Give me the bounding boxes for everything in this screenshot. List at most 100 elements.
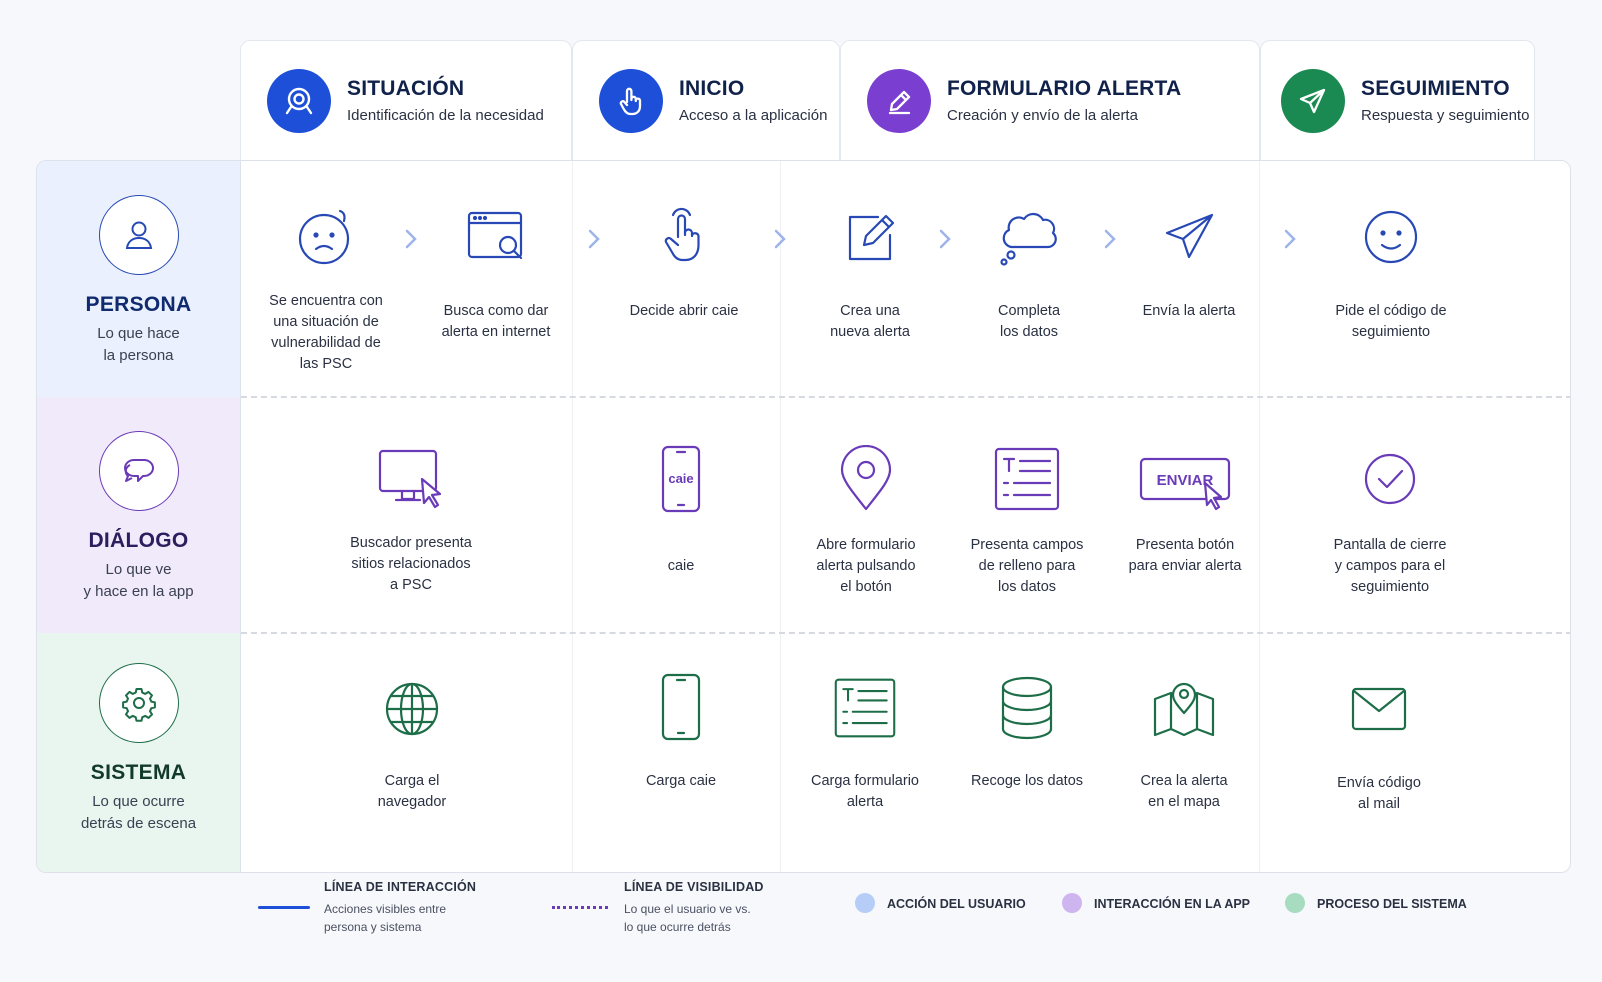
chevron-right-icon [1104,229,1116,249]
legend-desc-line: Lo que el usuario ve vs. [624,902,751,916]
step-line: Carga caie [645,773,717,789]
legend-desc-line: persona y sistema [324,920,422,934]
phase-subtitle: Respuesta y seguimiento [1361,107,1530,124]
step-sistema-3: Carga formulario alerta [790,675,940,813]
legend-title: LÍNEA DE VISIBILIDAD [624,880,764,894]
browser-search-icon [467,211,523,260]
legend-title: LÍNEA DE INTERACCIÓN [324,880,477,894]
paper-plane-icon [1281,68,1345,133]
legend-interaction: LÍNEA DE INTERACCIÓN Acciones visibles e… [324,880,476,936]
step-text: Pantalla de cierre y campos para el segu… [1315,535,1465,598]
step-text: Decide abrir caie [609,301,759,322]
hand-pointer-icon [599,68,663,133]
step-line: seguimiento [1351,324,1431,340]
step-line: Decide abrir caie [629,303,739,319]
lane-description: Lo que hace la persona [97,323,180,367]
legend-description: Acciones visibles entre persona y sistem… [324,900,476,936]
map-pin-icon [840,445,892,511]
step-text: Carga formulario alerta [790,771,940,813]
phase-title: FORMULARIO ALERTA [947,77,1182,100]
lane-persona: PERSONA Lo que hace la persona [37,161,241,397]
gear-icon [98,663,179,743]
legend-desc-line: Acciones visibles entre [324,902,447,916]
legend-dot-user [855,893,875,913]
phase-header-situacion: SITUACIÓN Identificación de la necesidad [240,40,572,160]
column-divider [780,161,781,872]
globe-icon [385,682,439,736]
phase-header-formulario: FORMULARIO ALERTA Creación y envío de la… [840,40,1260,160]
step-line: Se encuentra con [269,293,383,309]
phase-title: SEGUIMIENTO [1361,77,1510,100]
phone-app-icon: caie [661,445,701,513]
lane-description: Lo que ve y hace en la app [83,559,193,603]
step-line: Carga el [384,773,440,789]
legend-dot-app [1062,893,1082,913]
step-sistema-6: Envía código al mail [1304,679,1454,815]
step-line: Presenta campos [970,537,1084,553]
hand-pointer-icon [664,207,700,262]
step-line: Crea la alerta [1140,773,1228,789]
step-persona-4: Crea una nueva alerta [795,205,945,343]
phase-subtitle: Creación y envío de la alerta [947,107,1138,124]
step-line: Envía código [1337,775,1421,791]
legend-system-process: PROCESO DEL SISTEMA [1317,897,1467,911]
lane-desc-line: Lo que hace [97,325,180,342]
step-text: Crea una nueva alerta [795,301,945,343]
step-line: en el mapa [1148,794,1220,810]
step-text: caie [606,556,756,577]
step-line: y campos para el [1334,558,1446,574]
map-icon [1153,682,1215,737]
step-text: Crea la alerta en el mapa [1109,771,1259,813]
column-divider [1259,161,1260,872]
phase-subtitle: Acceso a la aplicación [679,107,828,124]
step-text: Pide el código de seguimiento [1316,301,1466,343]
phase-title: INICIO [679,77,745,100]
step-text: Recoge los datos [952,771,1102,792]
step-line: las PSC [299,356,353,372]
step-persona-1: Se encuentra con una situación de vulner… [251,205,401,375]
step-line: los datos [999,324,1059,340]
legend-description: Lo que el usuario ve vs. lo que ocurre d… [624,900,764,936]
edit-pencil-icon [867,68,931,133]
step-text: Presenta campos de relleno para los dato… [952,535,1102,598]
step-sistema-1: Carga el navegador [337,677,487,813]
target-icon [267,68,331,133]
step-text: Completa los datos [954,301,1104,343]
chevron-right-icon [588,229,600,249]
lane-title: PERSONA [85,293,192,316]
step-line: Carga formulario [811,773,919,789]
step-line: para enviar alerta [1128,558,1242,574]
chat-bubbles-icon [98,431,179,511]
phase-header-inicio: INICIO Acceso a la aplicación [572,40,840,160]
step-line: Recoge los datos [970,773,1084,789]
phase-title: SITUACIÓN [347,77,465,100]
legend-visibility-line [552,906,608,909]
monitor-cursor-icon [378,449,442,509]
step-text: Envía código al mail [1304,773,1454,815]
phone-label: caie [668,471,693,486]
mail-icon [1351,687,1407,731]
step-line: a PSC [390,577,432,593]
step-dialogo-2: caie caie [606,445,756,577]
sad-face-icon [298,209,350,265]
form-fields-icon [834,678,896,738]
chevron-right-icon [405,229,417,249]
step-dialogo-6: Pantalla de cierre y campos para el segu… [1315,445,1465,598]
step-sistema-4: Recoge los datos [952,675,1102,792]
step-line: Pantalla de cierre [1333,537,1447,553]
step-line: al mail [1358,796,1400,812]
step-persona-3: Decide abrir caie [609,205,759,322]
lane-desc-line: detrás de escena [80,815,197,832]
phase-subtitle: Identificación de la necesidad [347,107,544,124]
send-button-label: ENVIAR [1157,472,1214,489]
check-circle-icon [1364,453,1416,505]
step-line: Envía la alerta [1142,303,1236,319]
step-text: Carga caie [606,771,756,792]
step-dialogo-1: Buscador presenta sitios relacionados a … [336,445,486,596]
lane-desc-line: Lo que ocurre [92,793,185,810]
step-sistema-2: Carga caie [606,673,756,792]
step-text: Se encuentra con una situación de vulner… [251,291,401,375]
step-text: Abre formulario alerta pulsando el botón [791,535,941,598]
send-button-icon: ENVIAR [1139,457,1231,511]
phone-icon [661,673,701,741]
